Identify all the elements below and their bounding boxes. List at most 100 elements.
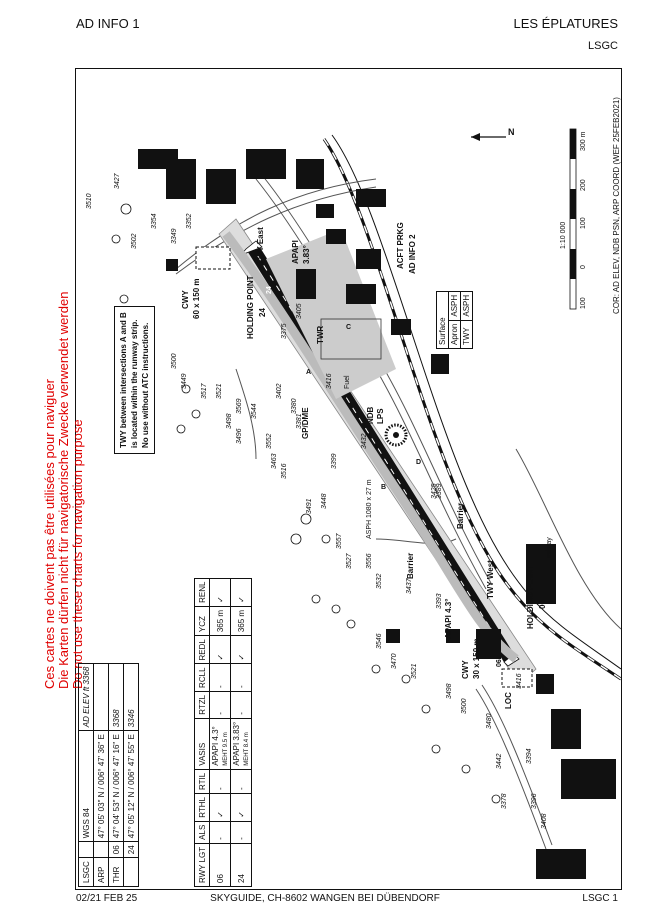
elevation-spot: 3510 bbox=[86, 193, 93, 209]
meht-24: MEHT 8.4 m bbox=[244, 732, 250, 766]
elevation-spot: 3463 bbox=[271, 453, 278, 469]
warning-en: Do not use these charts for navigation p… bbox=[70, 419, 85, 689]
elevation-spot: 3349 bbox=[171, 228, 178, 244]
scale-bar bbox=[569, 128, 577, 310]
elevation-spot: 3354 bbox=[151, 213, 158, 229]
lighting-cell: ✓ bbox=[209, 635, 231, 664]
taxiway bbox=[222, 231, 519, 663]
lighting-row-06: 06 - ✓ - APAPI 4.3°MEHT 9.5 m - - ✓ 365 … bbox=[209, 578, 231, 887]
lighting-header-row: RWY LGT ALS RTHL RTIL VASIS RTZL RCLL RE… bbox=[194, 578, 210, 887]
elevation-spot: 3405 bbox=[296, 303, 303, 319]
twy-note-line-2: is located within the runway strip. bbox=[130, 319, 139, 448]
elevation-spot: 3375 bbox=[281, 323, 288, 339]
lighting-cell: ✓ bbox=[230, 635, 252, 664]
coord-row-arp: ARP 47° 05' 03" N / 006° 47' 36" E bbox=[93, 663, 109, 887]
twy-east-label: TWY East bbox=[256, 227, 265, 264]
vasis-24: APAPI 3.83° bbox=[232, 721, 241, 766]
lighting-cell: - bbox=[230, 769, 252, 794]
scale-tick-neg100: 100 bbox=[580, 297, 587, 309]
scale-tick-0: 0 bbox=[580, 265, 587, 269]
scale-tick-300: 300 m bbox=[580, 131, 587, 151]
lighting-cell: 06 bbox=[209, 843, 231, 887]
twy-d-label: D bbox=[416, 459, 422, 466]
elevation-spot: 3396 bbox=[531, 793, 538, 809]
elevation-spot: 3352 bbox=[186, 213, 193, 229]
lighting-row-24: 24 - ✓ - APAPI 3.83°MEHT 8.4 m - - ✓ 365… bbox=[230, 578, 252, 887]
elevation-spot: 3544 bbox=[251, 403, 258, 419]
coord-rwy: 06 bbox=[108, 841, 124, 858]
twy-a-label: A bbox=[306, 369, 312, 376]
elevation-spot: 3569 bbox=[236, 398, 243, 414]
barrier-1-label: Barrier bbox=[406, 552, 415, 579]
holding-point-06-rwy: 06 bbox=[538, 600, 547, 609]
aerodrome-map bbox=[111, 128, 621, 879]
coord-elev: 3368 bbox=[108, 663, 124, 731]
runway-24-number: 24 bbox=[266, 286, 273, 294]
elevation-spot: 3521 bbox=[216, 383, 223, 399]
elevation-spot: 3380 bbox=[291, 398, 298, 414]
elevation-spot: 3408 bbox=[541, 813, 548, 829]
cwy-06-dim: 30 x 150 m bbox=[472, 638, 481, 679]
apapi-06-label: APAPI 4.3° bbox=[444, 598, 453, 639]
north-label: N bbox=[508, 127, 515, 137]
elevation-spot: 3498 bbox=[226, 413, 233, 429]
runway-description: ASPH 1080 x 27 m bbox=[366, 479, 373, 539]
elevation-spot: 3516 bbox=[281, 463, 288, 479]
elevation-spot: 3557 bbox=[336, 533, 343, 549]
apapi-24-angle: 3.83° bbox=[302, 245, 311, 264]
surface-twy-value: ASPH bbox=[460, 291, 473, 321]
fuel-label: Fuel bbox=[344, 375, 351, 389]
elevation-spot: 3496 bbox=[236, 428, 243, 444]
twy-note: TWY between intersections A and B is loc… bbox=[114, 306, 155, 454]
lighting-h-renl: RENL bbox=[194, 578, 210, 607]
elevation-spot: 3480 bbox=[486, 713, 493, 729]
coord-rwy bbox=[93, 841, 109, 858]
elevation-spot: 3517 bbox=[201, 383, 208, 399]
holding-point-24-rwy: 24 bbox=[258, 308, 267, 317]
coordinate-table: LSGC WGS 84 AD ELEV ft 3368 ARP 47° 05' … bbox=[78, 663, 139, 887]
footer-left: 02/21 FEB 25 bbox=[76, 893, 138, 904]
holding-point-24: HOLDING POINT bbox=[246, 275, 255, 339]
coord-elev: 3346 bbox=[123, 663, 139, 731]
lighting-h-als: ALS bbox=[194, 821, 210, 844]
surface-twy-label: TWY bbox=[460, 320, 473, 349]
coord-elev-head: AD ELEV ft 3368 bbox=[78, 663, 94, 731]
lighting-cell-vasis: APAPI 4.3°MEHT 9.5 m bbox=[209, 718, 231, 770]
twy-note-line-1: TWY between intersections A and B bbox=[119, 312, 128, 448]
scale-label: 1:10 000 bbox=[560, 221, 567, 249]
elevation-spot: 3470 bbox=[391, 653, 398, 669]
holding-point-06: HOLDING POINT bbox=[526, 565, 535, 629]
cwy-24-dim: 60 x 150 m bbox=[192, 278, 201, 319]
lighting-cell: - bbox=[209, 769, 231, 794]
north-arrow bbox=[471, 133, 506, 141]
lighting-cell: - bbox=[230, 691, 252, 719]
warning-fr: Ces cartes ne doivent pas être utilisées… bbox=[42, 378, 57, 689]
barrier-2-label: Barrier bbox=[456, 502, 465, 529]
elevation-spot: 3381 bbox=[296, 413, 303, 429]
coord-label: THR bbox=[108, 857, 124, 887]
lighting-h-redl: REDL bbox=[194, 635, 210, 664]
cwy-06-label: CWY bbox=[461, 660, 470, 679]
runway-24-06 bbox=[239, 240, 520, 667]
elevation-spot: 3437 bbox=[406, 578, 413, 594]
elevation-spot: 3402 bbox=[276, 383, 283, 399]
elevation-spot: 3399 bbox=[331, 453, 338, 469]
cwy-24-label: CWY bbox=[181, 290, 190, 309]
lighting-h-rthl: RTHL bbox=[194, 793, 210, 822]
meht-06: MEHT 9.5 m bbox=[223, 732, 229, 766]
surface-header: Surface bbox=[436, 291, 449, 349]
elevation-spot: 3527 bbox=[346, 553, 353, 569]
elevation-spot: 3502 bbox=[131, 233, 138, 249]
lighting-cell: ✓ bbox=[230, 578, 252, 607]
lighting-h-rcll: RCLL bbox=[194, 663, 210, 692]
coord-label bbox=[123, 857, 139, 887]
chart-frame: COR: AD ELEV, NDB PSN, ARP COORD (WEF 25… bbox=[42, 68, 622, 890]
twy-c-label: C bbox=[346, 324, 352, 331]
surface-apron-label: Apron bbox=[448, 320, 461, 349]
elevation-spot: 3442 bbox=[496, 753, 503, 769]
elevation-spot: 3416 bbox=[516, 673, 523, 689]
elevation-spot: 3393 bbox=[436, 593, 443, 609]
lighting-cell: - bbox=[230, 821, 252, 844]
lighting-h-vasis: VASIS bbox=[194, 718, 210, 770]
